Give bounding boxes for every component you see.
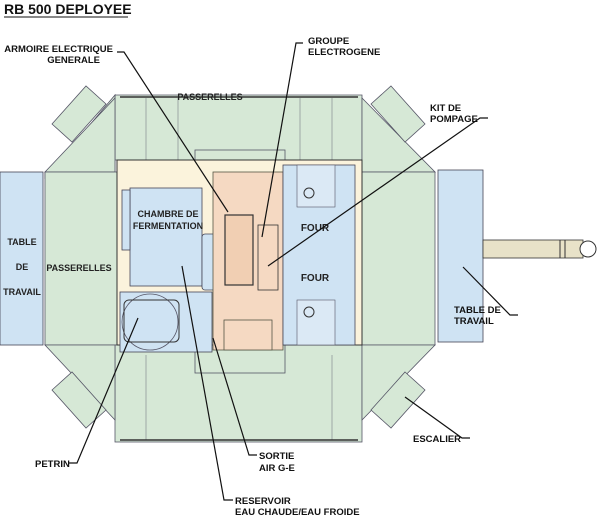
label-armoire-2: GENERALE <box>47 55 100 66</box>
label-sortie-2: AIR G-E <box>259 463 295 474</box>
leader-groupe <box>261 42 303 238</box>
leader-kit <box>267 117 488 267</box>
diagram-title: RB 500 DEPLOYEE <box>4 1 132 17</box>
leader-escalier <box>404 396 470 439</box>
oven-1-label: FOUR <box>301 223 330 234</box>
stair-top-left <box>51 85 107 143</box>
oven-2-grid <box>296 299 336 346</box>
stair-bottom-left <box>51 371 107 429</box>
label-petrin: PETRIN <box>35 459 70 470</box>
table-left-label-2: DE <box>16 262 29 272</box>
kneader <box>119 291 213 353</box>
label-escalier: ESCALIER <box>413 434 461 445</box>
label-kit-2: POMPAGE <box>430 114 478 125</box>
work-table-left <box>0 171 44 346</box>
table-left-label-3: TRAVAIL <box>3 287 41 297</box>
stair-top-right <box>370 85 426 143</box>
label-groupe-1: GROUPE <box>308 36 349 47</box>
oven-1-grid <box>296 164 336 208</box>
label-sortie-1: SORTIE <box>259 451 294 462</box>
pumping-kit <box>257 224 279 291</box>
walkway-top-label: PASSERELLES <box>177 92 242 102</box>
oven-2-label: FOUR <box>301 273 330 284</box>
leader-petrin <box>69 317 139 464</box>
label-kit-1: KIT DE <box>430 103 461 114</box>
walkway-left <box>44 171 118 346</box>
label-reservoir-1: RESERVOIR <box>235 496 291 507</box>
walkway-left-label: PASSERELLES <box>46 263 111 273</box>
work-table-right <box>437 169 484 343</box>
label-table-right-1: TABLE DE <box>454 305 501 316</box>
label-reservoir-2: EAU CHAUDE/EAU FROIDE <box>235 507 360 518</box>
table-left-label-1: TABLE <box>7 237 36 247</box>
label-groupe-2: ELECTROGENE <box>308 47 380 58</box>
chamber-label-2: FERMENTATION <box>133 221 203 231</box>
label-table-right-2: TRAVAIL <box>454 316 494 327</box>
stair-bottom-right <box>370 371 426 429</box>
generator-engine <box>224 214 254 286</box>
leader-table-right <box>462 266 518 316</box>
walkway-platform <box>44 85 436 443</box>
air-outlet <box>223 319 273 351</box>
label-armoire-1: ARMOIRE ELECTRIQUE <box>4 44 113 55</box>
fermentation-chamber <box>129 187 203 287</box>
leader-sortie <box>212 337 257 456</box>
walkway-right <box>361 171 436 346</box>
leader-reservoir <box>181 265 233 501</box>
fermentation-chamber-door <box>121 189 131 251</box>
leader-armoire <box>117 51 229 213</box>
chamber-label-1: CHAMBRE DE <box>137 209 198 219</box>
towbar <box>482 239 597 259</box>
